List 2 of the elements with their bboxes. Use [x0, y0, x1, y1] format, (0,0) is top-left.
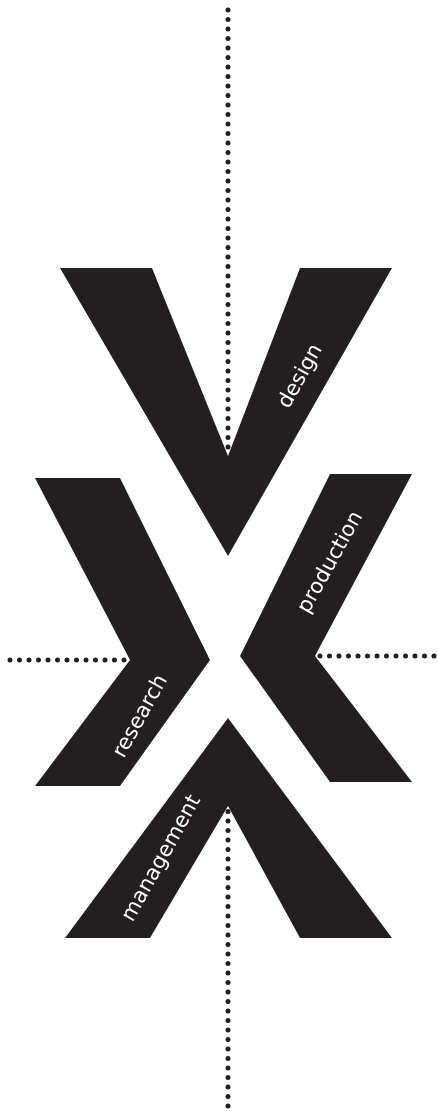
chevron-shape — [35, 478, 213, 786]
chevron-shape — [240, 474, 412, 782]
